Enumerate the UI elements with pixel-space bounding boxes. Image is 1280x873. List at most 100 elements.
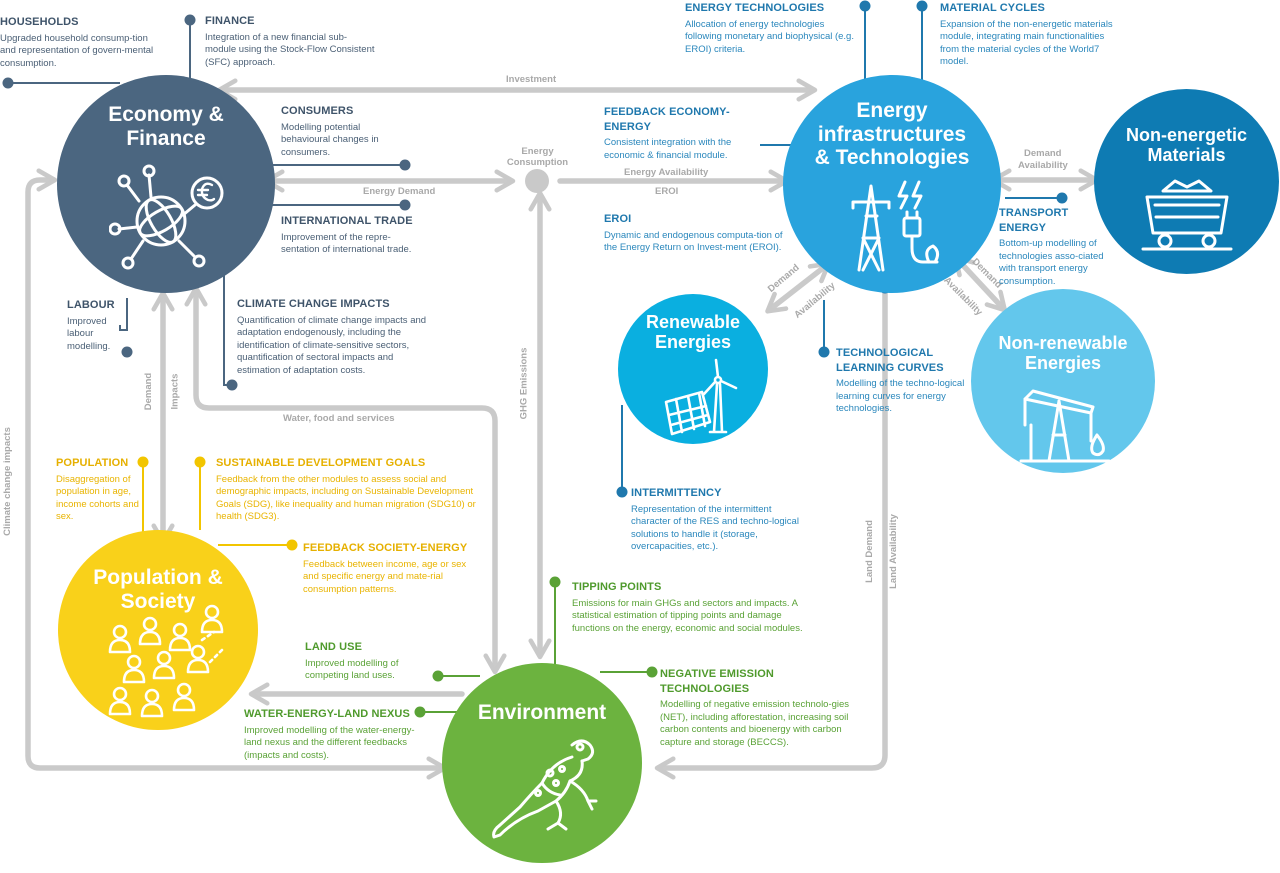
frog-icon xyxy=(492,739,598,839)
note-land-use: LAND USE Improved modelling of competing… xyxy=(305,640,420,683)
labour-body: Improved labour modelling. xyxy=(67,315,111,352)
note-households: HOUSEHOLDS Upgraded household consump-ti… xyxy=(0,15,165,70)
economy-title-line2: Finance xyxy=(126,126,206,150)
transport-body: Bottom-up modelling of technologies asso… xyxy=(999,238,1104,287)
solar-panel-wind-turbine-icon xyxy=(664,358,738,436)
environment-title: Environment xyxy=(442,701,642,725)
flow-label-materials-availability: Availability xyxy=(1018,160,1068,171)
eroi-body: Dynamic and endogenous computa-tion of t… xyxy=(604,229,783,254)
power-pylon-plug-icon xyxy=(851,180,940,272)
note-transport-energy: TRANSPORT ENERGY Bottom-up modelling of … xyxy=(999,206,1104,288)
land-use-body: Improved modelling of competing land use… xyxy=(305,657,399,682)
module-energy-infrastructures: Energy infrastructures & Technologies xyxy=(783,75,1001,293)
note-consumers: CONSUMERS Modelling potential behavioura… xyxy=(281,104,406,159)
note-population: POPULATION Disaggregation of population … xyxy=(56,456,146,524)
wel-nexus-body: Improved modelling of the water-energy-l… xyxy=(244,724,415,761)
trade-title: INTERNATIONAL TRADE xyxy=(281,215,413,227)
note-international-trade: INTERNATIONAL TRADE Improvement of the r… xyxy=(281,214,421,257)
material-cycles-body: Expansion of the non-energetic materials… xyxy=(940,18,1113,68)
intermittency-title: INTERMITTENCY xyxy=(631,487,722,499)
energy-consumption-text: Energy Consumption xyxy=(506,146,569,169)
climate-body: Quantification of climate change impacts… xyxy=(237,314,427,376)
population-note-body: Disaggregation of population in age, inc… xyxy=(56,473,139,523)
flow-label-ghg: GHG Emissions xyxy=(518,347,530,420)
economy-title: Economy & Finance xyxy=(57,103,275,150)
feedback-se-body: Feedback between income, age or sex and … xyxy=(303,558,467,595)
materials-title-line1: Non-energetic xyxy=(1125,125,1248,145)
note-climate-change-impacts: CLIMATE CHANGE IMPACTS Quantification of… xyxy=(237,297,437,377)
crowd-icon xyxy=(108,604,224,718)
population-title: Population & Society xyxy=(58,566,258,613)
households-title: HOUSEHOLDS xyxy=(0,16,79,28)
learning-title: TECHNOLOGICAL LEARNING CURVES xyxy=(836,347,944,374)
note-sdg: SUSTAINABLE DEVELOPMENT GOALS Feedback f… xyxy=(216,456,476,524)
flow-label-pop-impacts: Impacts xyxy=(169,373,181,410)
globe-network-euro-icon xyxy=(109,164,224,270)
nonrenewable-title: Non-renewable Energies xyxy=(971,333,1155,373)
feedback-ee-title: FEEDBACK ECONOMY-ENERGY xyxy=(604,106,730,133)
sdg-body: Feedback from the other modules to asses… xyxy=(216,473,476,523)
note-material-cycles: MATERIAL CYCLES Expansion of the non-ene… xyxy=(940,1,1120,69)
energy-title-line1: Energy xyxy=(856,99,928,122)
trade-body: Improvement of the repre-sentation of in… xyxy=(281,231,412,256)
wel-nexus-title: WATER-ENERGY-LAND NEXUS xyxy=(244,708,410,720)
households-body: Upgraded household consump-tion and repr… xyxy=(0,32,154,69)
flow-label-eroi-flow: EROI xyxy=(655,186,679,197)
materials-title-line2: Materials xyxy=(1147,145,1226,166)
materials-title: Non-energetic Materials xyxy=(1094,125,1279,165)
flow-label-energy-consumption: Energy Consumption xyxy=(500,146,575,169)
flow-label-water-food: Water, food and services xyxy=(283,413,395,424)
module-population-society: Population & Society xyxy=(58,530,258,730)
intermittency-body: Representation of the intermittent chara… xyxy=(631,503,799,553)
sdg-title: SUSTAINABLE DEVELOPMENT GOALS xyxy=(216,457,426,469)
note-negative-emission-technologies: NEGATIVE EMISSION TECHNOLOGIES Modelling… xyxy=(660,667,865,749)
renewable-title-line1: Renewable xyxy=(645,312,741,332)
nonrenewable-flow xyxy=(952,254,1008,313)
flow-label-energy-demand: Energy Demand xyxy=(363,186,436,197)
flow-label-materials-demand: Demand xyxy=(1024,148,1062,159)
tipping-title: TIPPING POINTS xyxy=(572,581,662,593)
tipping-body: Emissions for main GHGs and sectors and … xyxy=(572,597,803,634)
mine-cart-icon xyxy=(1141,179,1233,251)
labour-title: LABOUR xyxy=(67,299,115,311)
flow-label-energy-availability: Energy Availability xyxy=(624,167,709,178)
material-cycles-title: MATERIAL CYCLES xyxy=(940,2,1045,14)
flow-label-climate-impacts: Climate change impacts xyxy=(1,427,13,536)
module-economy-finance: Economy & Finance xyxy=(57,75,275,293)
nonrenewable-title-line1: Non-renewable xyxy=(998,333,1128,353)
energy-title-line3: & Technologies xyxy=(814,146,970,170)
module-non-renewable-energies: Non-renewable Energies xyxy=(971,289,1155,473)
net-title: NEGATIVE EMISSION TECHNOLOGIES xyxy=(660,668,774,695)
module-environment: Environment xyxy=(442,663,642,863)
note-tipping-points: TIPPING POINTS Emissions for main GHGs a… xyxy=(572,580,817,635)
transport-title: TRANSPORT ENERGY xyxy=(999,207,1069,234)
economy-title-line1: Economy & xyxy=(108,103,224,126)
climate-title: CLIMATE CHANGE IMPACTS xyxy=(237,298,390,310)
net-body: Modelling of negative emission technolo-… xyxy=(660,699,850,748)
energy-tech-body: Allocation of energy technologies follow… xyxy=(685,18,854,55)
feedback-se-title: FEEDBACK SOCIETY-ENERGY xyxy=(303,542,468,554)
land-flow xyxy=(654,270,897,780)
energy-consumption-node xyxy=(525,169,549,193)
note-eroi: EROI Dynamic and endogenous computa-tion… xyxy=(604,212,784,255)
consumers-title: CONSUMERS xyxy=(281,105,354,117)
renewable-title: Renewable Energies xyxy=(618,312,768,352)
feedback-ee-body: Consistent integration with the economic… xyxy=(604,137,732,161)
environment-title-line1: Environment xyxy=(477,701,607,724)
population-title-line1: Population & xyxy=(93,566,223,589)
population-note-title: POPULATION xyxy=(56,457,129,469)
note-energy-technologies: ENERGY TECHNOLOGIES Allocation of energy… xyxy=(685,1,860,56)
climate-impacts-flow xyxy=(25,168,448,780)
renewable-title-line2: Energies xyxy=(654,332,732,353)
flow-label-pop-demand: Demand xyxy=(143,372,155,411)
flow-label-investment: Investment xyxy=(506,74,557,85)
oil-pumpjack-icon xyxy=(1019,389,1111,463)
note-water-energy-land-nexus: WATER-ENERGY-LAND NEXUS Improved modelli… xyxy=(244,707,416,762)
flow-label-land-demand: Land Demand xyxy=(863,520,875,583)
energy-title-line2: infrastructures xyxy=(817,122,967,146)
note-feedback-economy-energy: FEEDBACK ECONOMY-ENERGY Consistent integ… xyxy=(604,105,774,162)
note-finance: FINANCE Integration of a new financial s… xyxy=(205,14,375,69)
module-renewable-energies: Renewable Energies xyxy=(618,294,768,444)
land-use-title: LAND USE xyxy=(305,641,363,653)
population-title-line2: Society xyxy=(120,589,196,613)
